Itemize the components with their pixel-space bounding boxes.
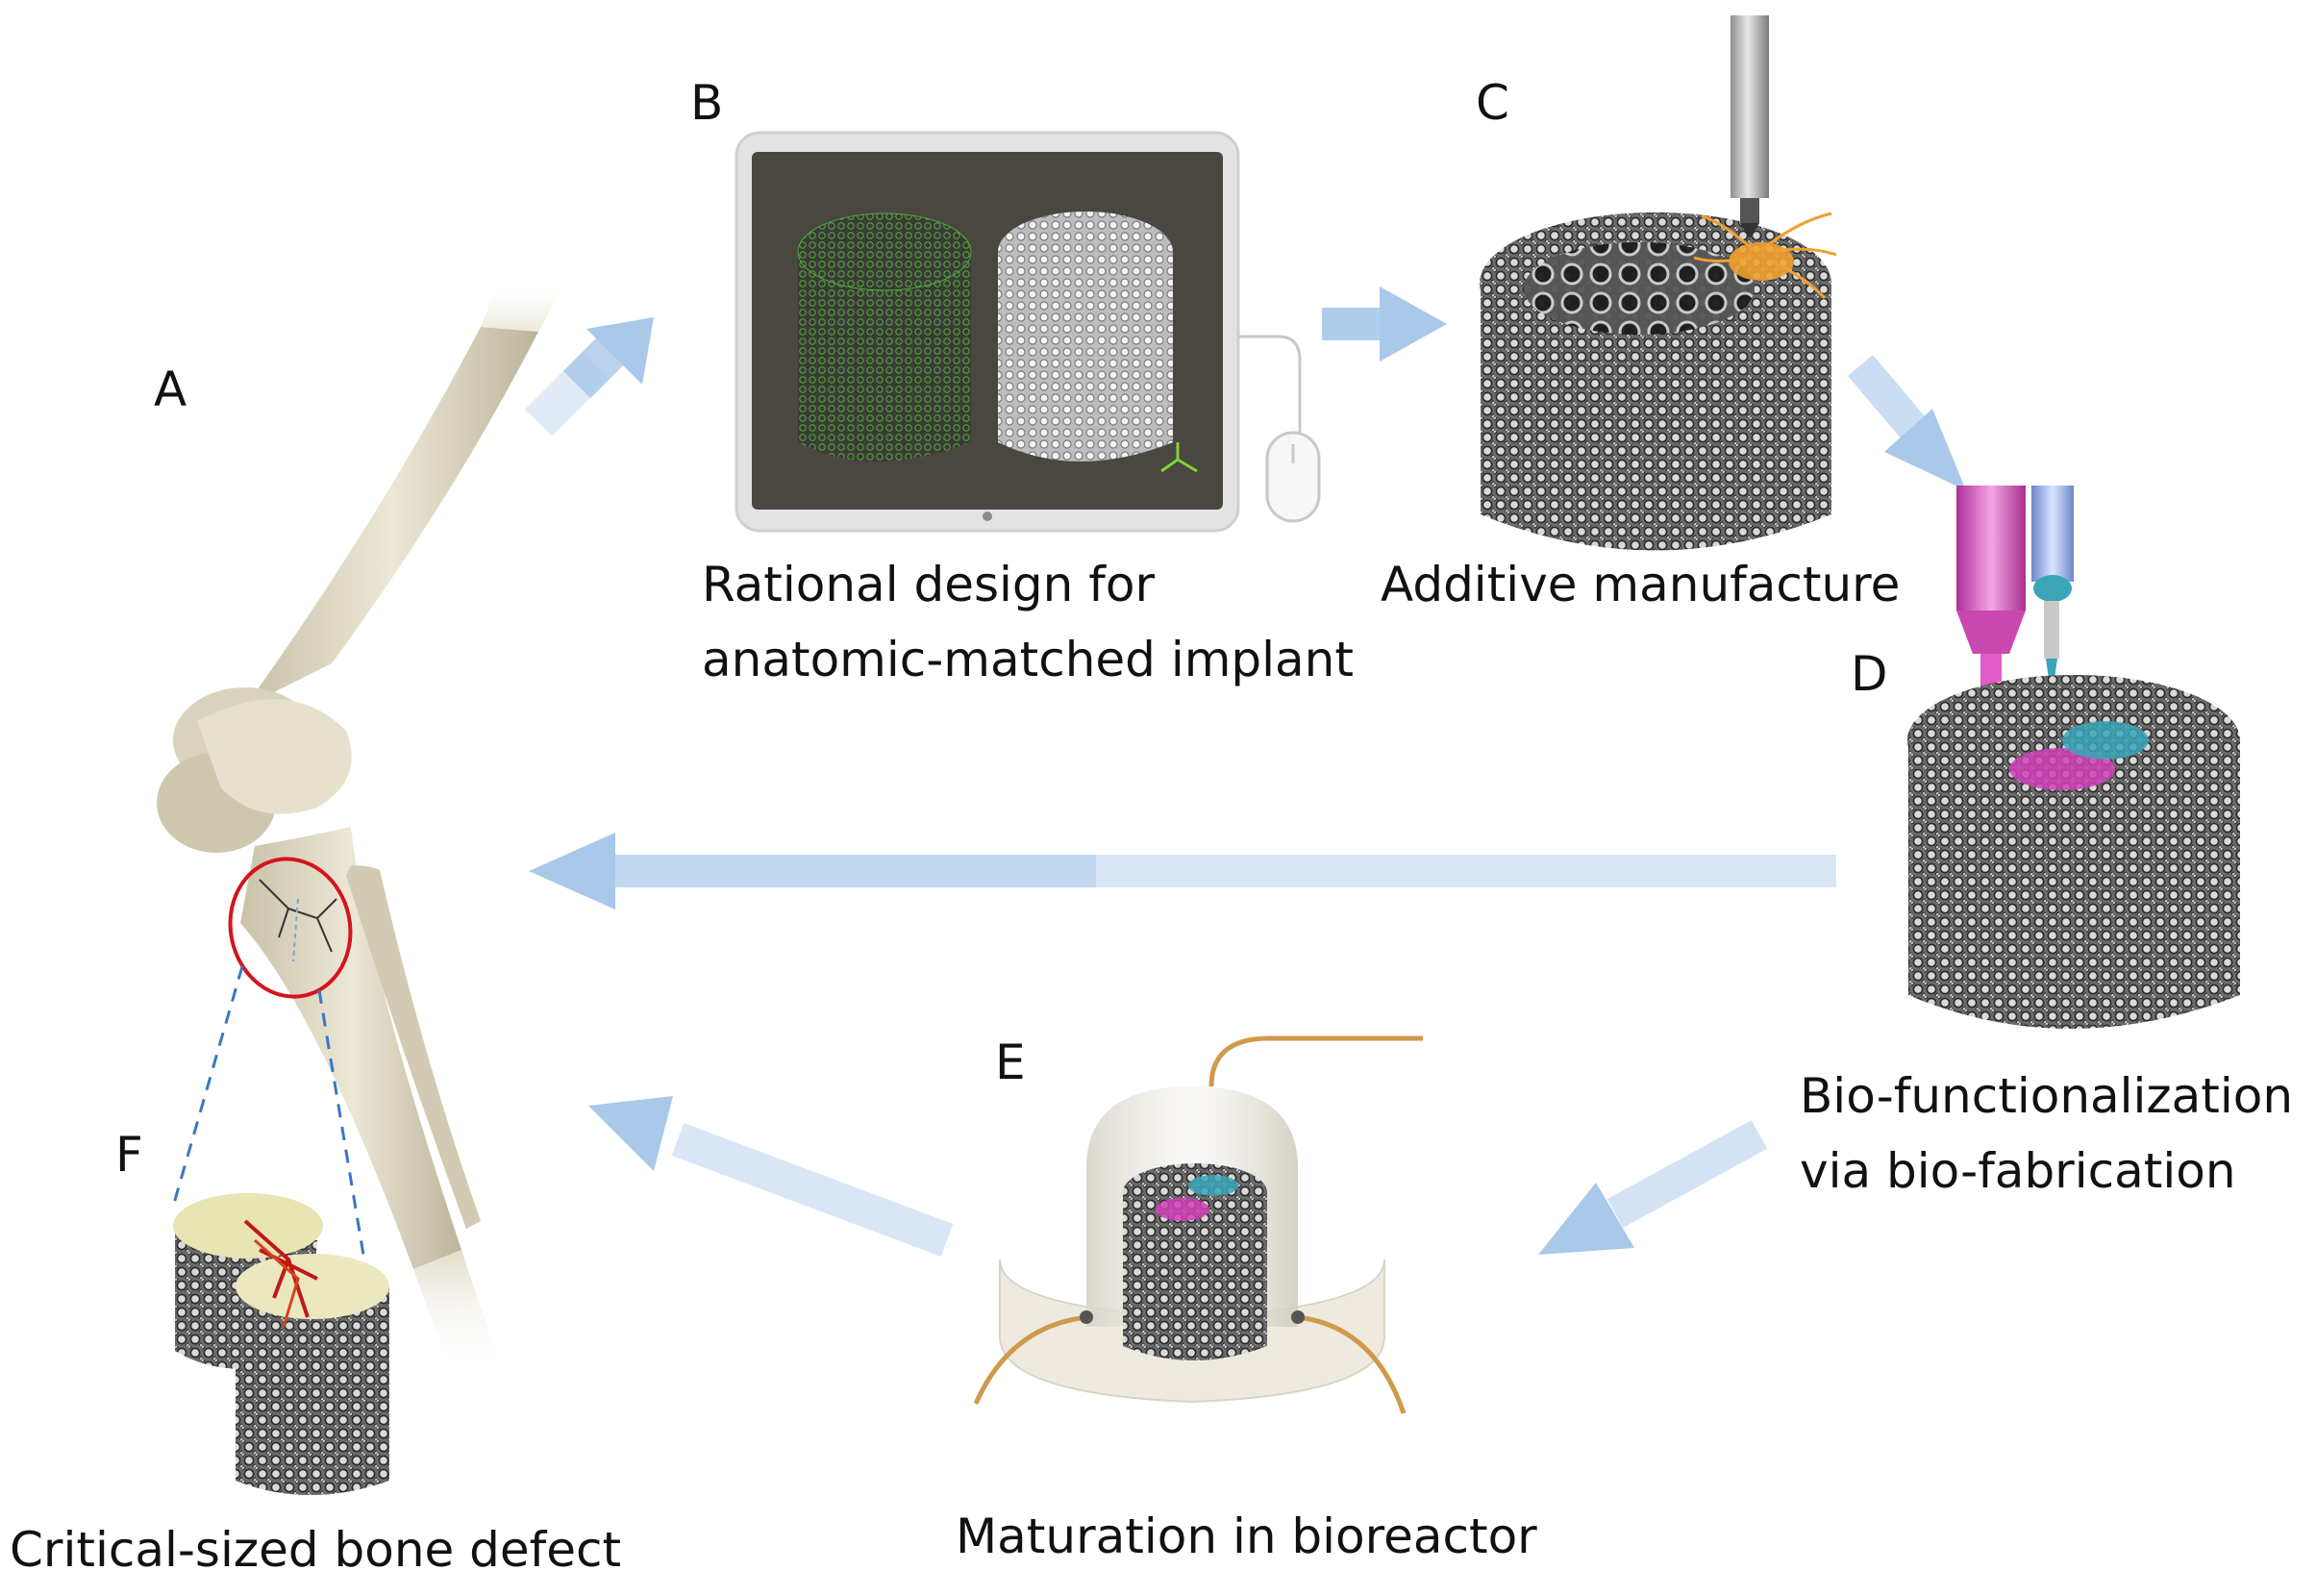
- panel-letter-a: A: [154, 362, 187, 417]
- mouse-icon: [1238, 335, 1321, 523]
- arrow-a-to-b: [524, 317, 654, 437]
- axes-icon: [1160, 442, 1198, 473]
- panel-letter-b: B: [690, 75, 724, 131]
- caption-e: Maturation in bioreactor: [956, 1500, 1537, 1575]
- caption-b-line1: Rational design for: [702, 557, 1155, 612]
- arrow-d-to-a: [529, 833, 1836, 910]
- panel-letter-c: C: [1476, 75, 1509, 131]
- monitor-icon: [735, 131, 1240, 533]
- syringe-icon: [1956, 486, 2074, 745]
- panel-letter-e: E: [995, 1035, 1026, 1090]
- caption-d: Bio-functionalization via bio-fabricatio…: [1800, 1060, 2293, 1209]
- caption-c-line1: Additive manufacture: [1381, 557, 1901, 612]
- caption-e-line1: Maturation in bioreactor: [956, 1509, 1537, 1564]
- knee-bone-illustration: [157, 279, 562, 1375]
- arrow-c-to-d: [1848, 355, 1966, 490]
- arrow-b-to-c: [1322, 287, 1447, 362]
- print-nozzle-icon: [1731, 15, 1769, 238]
- caption-b-line2: anatomic-matched implant: [702, 631, 1354, 687]
- caption-f-line1: Critical-sized bone defect: [10, 1522, 622, 1578]
- caption-c: Additive manufacture: [1381, 548, 1900, 623]
- caption-d-line2: via bio-fabrication: [1800, 1142, 2236, 1199]
- biofunctionalized-scaffold: [1907, 675, 2240, 1029]
- caption-d-line1: Bio-functionalization: [1800, 1068, 2294, 1124]
- bioreactor-icon: [973, 1035, 1423, 1414]
- implant-in-defect: [173, 1193, 389, 1495]
- zoom-guide-lines: [171, 965, 365, 1256]
- arrow-d-to-e: [1538, 1120, 1768, 1255]
- panel-letter-d: D: [1851, 646, 1888, 702]
- arrow-e-to-f: [588, 1096, 954, 1257]
- caption-f: Critical-sized bone defect: [10, 1513, 621, 1588]
- laser-sparks: [1693, 212, 1837, 300]
- caption-b: Rational design for anatomic-matched imp…: [702, 548, 1354, 697]
- panel-letter-f: F: [115, 1127, 143, 1183]
- defect-ellipse-marker: [228, 857, 353, 999]
